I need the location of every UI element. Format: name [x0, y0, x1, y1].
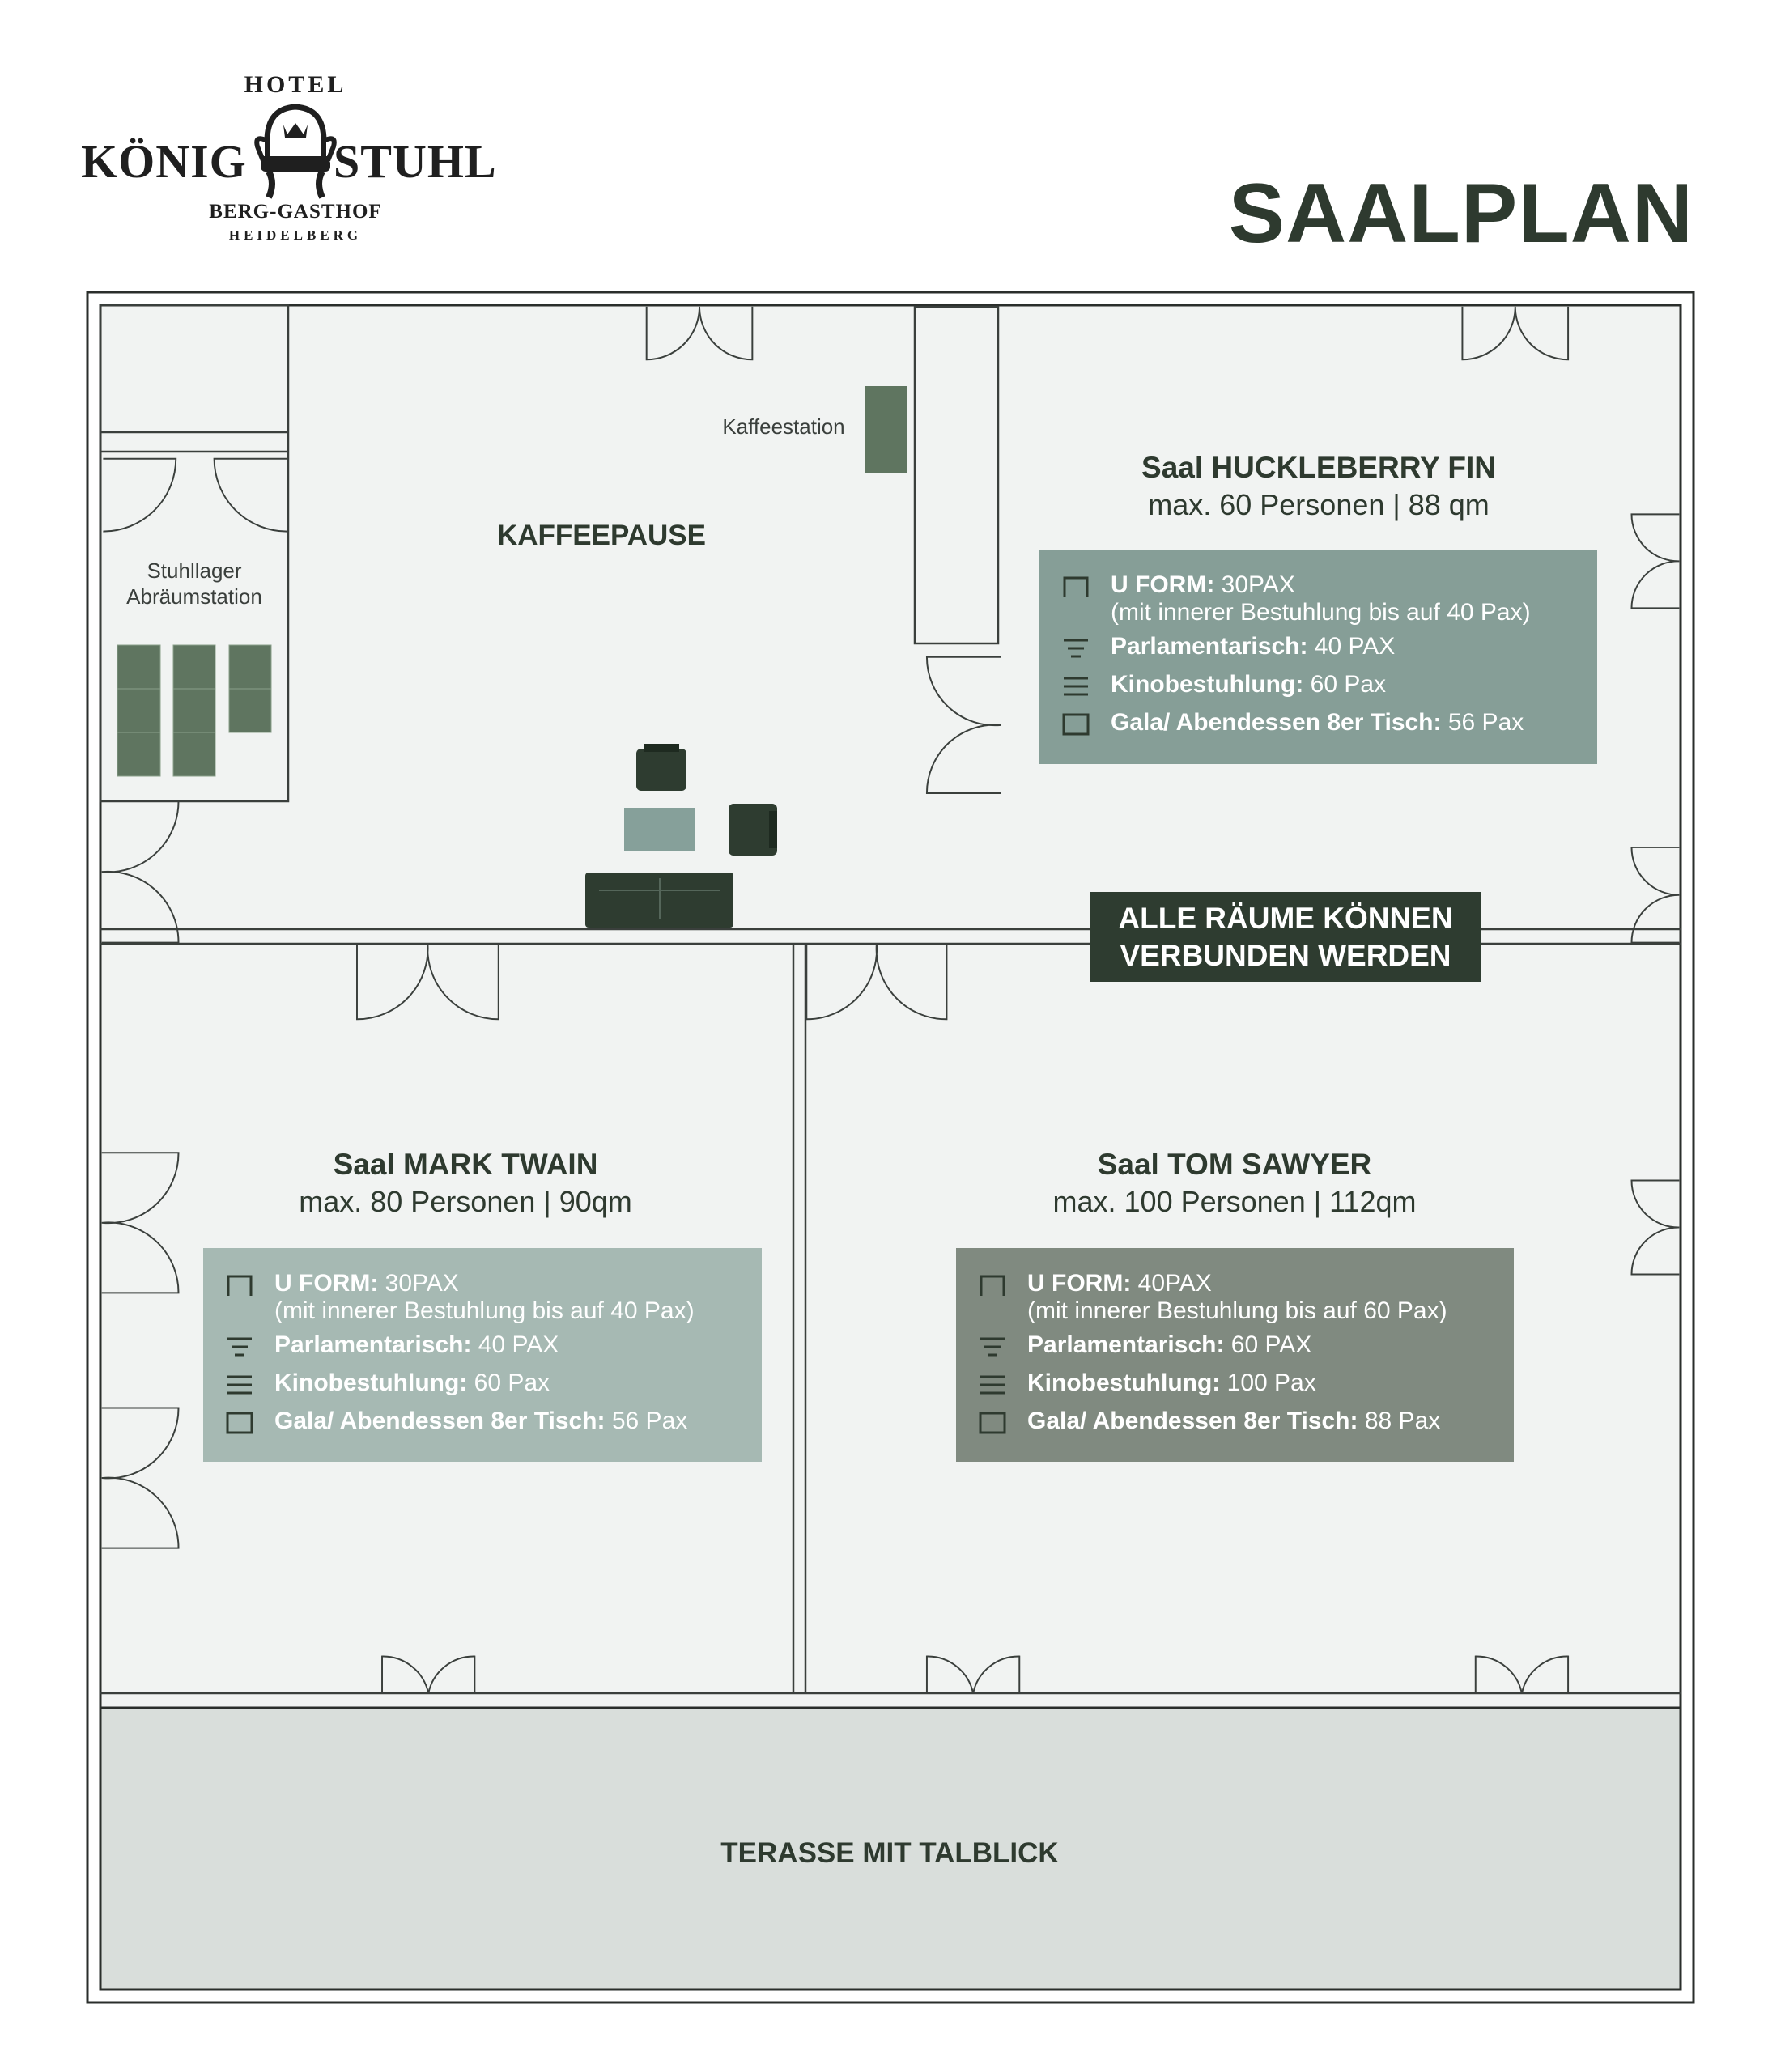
- room-capacity-mark-twain: max. 80 Personen | 90qm: [299, 1185, 632, 1218]
- parlamentarisch-label: Parlamentarisch:: [1111, 633, 1308, 660]
- connect-notice-line1: ALLE RÄUME KÖNNEN: [1118, 902, 1453, 935]
- kaffeestation-counter: [865, 386, 907, 473]
- room-capacity-huckleberry: max. 60 Personen | 88 qm: [1148, 488, 1490, 521]
- corridor: [913, 305, 1000, 645]
- gala-label: Gala/ Abendessen 8er Tisch:: [274, 1408, 606, 1434]
- u-form-icon: [980, 1275, 1005, 1296]
- gala-value: 56 Pax: [1441, 709, 1524, 736]
- kino-label: Kinobestuhlung:: [1027, 1369, 1221, 1396]
- abraeumstation-label: Abräumstation: [126, 584, 262, 609]
- parliament-rows-icon: [1064, 639, 1088, 658]
- hotel-logo: HOTEL KÖNIG STUHL BERG-GASTHOF HEIDELBER…: [81, 71, 510, 245]
- u-form-value: 40PAX: [1131, 1270, 1212, 1297]
- throne-chair-icon: [254, 104, 337, 199]
- kino-value: 100 Pax: [1220, 1369, 1316, 1396]
- seating-parlamentarisch: Parlamentarisch: 40 PAX: [1062, 631, 1597, 669]
- coffee-table: [624, 808, 695, 851]
- u-form-value: 30PAX: [378, 1270, 459, 1297]
- stuhllager-room: [99, 304, 290, 803]
- seating-u-form-note: (mit innerer Bestuhlung bis auf 60 Pax): [979, 1299, 1514, 1329]
- seating-u-form: U FORM: 30PAX: [1062, 569, 1597, 607]
- u-form-note: (mit innerer Bestuhlung bis auf 60 Pax): [1027, 1297, 1447, 1324]
- parliament-rows-icon: [227, 1337, 252, 1357]
- room-capacity-tom-sawyer: max. 100 Personen | 112qm: [1052, 1185, 1417, 1218]
- seating-parlamentarisch: Parlamentarisch: 40 PAX: [226, 1329, 762, 1367]
- seating-kino: Kinobestuhlung: 60 Pax: [1062, 669, 1597, 707]
- armchair-icon: [729, 804, 777, 856]
- gala-label: Gala/ Abendessen 8er Tisch:: [1027, 1408, 1358, 1434]
- table-square-icon: [226, 1412, 253, 1434]
- stacked-chairs: [117, 644, 272, 777]
- doors: [101, 306, 1680, 1694]
- kino-label: Kinobestuhlung:: [274, 1369, 468, 1396]
- parlamentarisch-value: 40 PAX: [1307, 633, 1396, 660]
- connect-notice-line2: VERBUNDEN WERDEN: [1120, 939, 1451, 972]
- seating-kino: Kinobestuhlung: 60 Pax: [226, 1367, 762, 1405]
- seating-gala: Gala/ Abendessen 8er Tisch: 56 Pax: [226, 1405, 762, 1443]
- seating-box-mark-twain: U FORM: 30PAX (mit innerer Bestuhlung bi…: [203, 1248, 762, 1462]
- logo-koenig: KÖNIG: [81, 135, 247, 188]
- terrasse-label: TERASSE MIT TALBLICK: [720, 1837, 1059, 1869]
- cinema-rows-icon: [1064, 677, 1088, 696]
- kino-value: 60 Pax: [1303, 671, 1387, 698]
- stuhllager-label: Stuhllager: [147, 558, 242, 583]
- cinema-rows-icon: [227, 1375, 252, 1395]
- logo-berg-gasthof: BERG-GASTHOF: [209, 201, 382, 223]
- seating-box-huckleberry: U FORM: 30PAX (mit innerer Bestuhlung bi…: [1039, 550, 1597, 764]
- gala-value: 88 Pax: [1358, 1408, 1441, 1434]
- u-form-label: U FORM:: [1111, 571, 1215, 598]
- parlamentarisch-label: Parlamentarisch:: [1027, 1331, 1225, 1358]
- armchair-icon: [636, 749, 686, 791]
- logo-hotel: HOTEL: [244, 71, 347, 98]
- parliament-rows-icon: [980, 1337, 1005, 1357]
- kino-value: 60 Pax: [467, 1369, 550, 1396]
- page-title: SAALPLAN: [1228, 167, 1694, 261]
- room-title-mark-twain: Saal MARK TWAIN: [333, 1148, 598, 1181]
- terrace-area: [99, 1706, 1682, 1991]
- kaffeestation-label: Kaffeestation: [722, 414, 845, 439]
- logo-heidelberg: HEIDELBERG: [228, 227, 363, 243]
- u-form-icon: [1063, 576, 1089, 597]
- cinema-rows-icon: [980, 1375, 1005, 1395]
- gala-label: Gala/ Abendessen 8er Tisch:: [1111, 709, 1442, 736]
- connect-notice: ALLE RÄUME KÖNNEN VERBUNDEN WERDEN: [1090, 892, 1481, 982]
- parlamentarisch-value: 60 PAX: [1224, 1331, 1312, 1358]
- gala-value: 56 Pax: [605, 1408, 688, 1434]
- kaffeepause-label: KAFFEEPAUSE: [497, 520, 706, 551]
- u-form-icon: [227, 1275, 253, 1296]
- u-form-label: U FORM:: [274, 1270, 379, 1297]
- seating-box-tom-sawyer: U FORM: 40PAX (mit innerer Bestuhlung bi…: [956, 1248, 1514, 1462]
- room-title-huckleberry: Saal HUCKLEBERRY FIN: [1141, 451, 1496, 484]
- kino-label: Kinobestuhlung:: [1111, 671, 1304, 698]
- parlamentarisch-label: Parlamentarisch:: [274, 1331, 472, 1358]
- u-form-note: (mit innerer Bestuhlung bis auf 40 Pax): [1111, 599, 1531, 626]
- seating-u-form-note: (mit innerer Bestuhlung bis auf 40 Pax): [226, 1299, 762, 1329]
- seating-gala: Gala/ Abendessen 8er Tisch: 88 Pax: [979, 1405, 1514, 1443]
- table-square-icon: [1062, 713, 1090, 736]
- u-form-value: 30PAX: [1214, 571, 1295, 598]
- room-title-tom-sawyer: Saal TOM SAWYER: [1097, 1148, 1372, 1181]
- table-square-icon: [979, 1412, 1006, 1434]
- seating-kino: Kinobestuhlung: 100 Pax: [979, 1367, 1514, 1405]
- wall-vertical: [792, 944, 807, 1693]
- u-form-note: (mit innerer Bestuhlung bis auf 40 Pax): [274, 1297, 695, 1324]
- seating-u-form: U FORM: 40PAX: [979, 1267, 1514, 1306]
- lounge-furniture: [585, 744, 777, 928]
- seating-gala: Gala/ Abendessen 8er Tisch: 56 Pax: [1062, 707, 1597, 745]
- seating-parlamentarisch: Parlamentarisch: 60 PAX: [979, 1329, 1514, 1367]
- u-form-label: U FORM:: [1027, 1270, 1132, 1297]
- seating-u-form-note: (mit innerer Bestuhlung bis auf 40 Pax): [1062, 601, 1597, 631]
- parlamentarisch-value: 40 PAX: [471, 1331, 559, 1358]
- logo-stuhl: STUHL: [334, 135, 497, 188]
- seating-u-form: U FORM: 30PAX: [226, 1267, 762, 1306]
